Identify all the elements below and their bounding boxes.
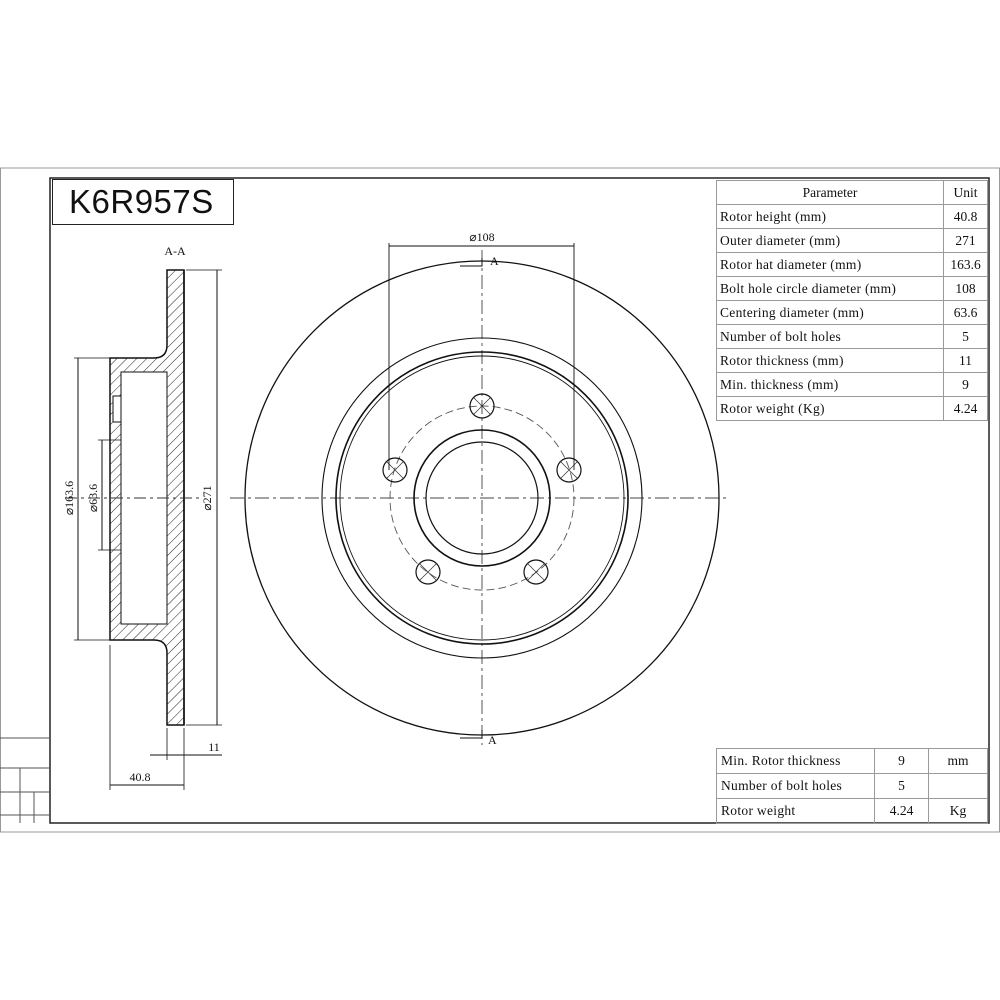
section-mark-top: A bbox=[490, 254, 499, 268]
parameter-table-header: Parameter Unit bbox=[716, 180, 988, 205]
parameter-name: Outer diameter (mm) bbox=[716, 228, 944, 253]
summary-value: 4.24 bbox=[874, 798, 929, 824]
parameter-value: 163.6 bbox=[943, 252, 988, 277]
rotor-height-dim: 40.8 bbox=[130, 770, 151, 784]
front-view bbox=[230, 243, 730, 745]
parameter-value: 5 bbox=[943, 324, 988, 349]
parameter-value: 40.8 bbox=[943, 204, 988, 229]
thickness-dim: 11 bbox=[208, 740, 220, 754]
center-bore-dim: ⌀63.6 bbox=[86, 484, 100, 512]
parameter-row: Rotor weight (Kg)4.24 bbox=[716, 396, 988, 421]
parameter-row: Rotor hat diameter (mm)163.6 bbox=[716, 252, 988, 277]
summary-name: Min. Rotor thickness bbox=[716, 748, 875, 774]
parameter-name: Centering diameter (mm) bbox=[716, 300, 944, 325]
parameter-value: 9 bbox=[943, 372, 988, 397]
parameter-value: 63.6 bbox=[943, 300, 988, 325]
summary-value: 5 bbox=[874, 773, 929, 799]
parameter-row: Outer diameter (mm)271 bbox=[716, 228, 988, 253]
section-mark-bottom: A bbox=[488, 733, 497, 747]
parameter-name: Rotor weight (Kg) bbox=[716, 396, 944, 421]
header-unit: Unit bbox=[943, 180, 988, 205]
parameter-name: Number of bolt holes bbox=[716, 324, 944, 349]
parameter-name: Rotor height (mm) bbox=[716, 204, 944, 229]
friction-ring-inner bbox=[321, 337, 643, 659]
parameter-row: Rotor height (mm)40.8 bbox=[716, 204, 988, 229]
parameter-name: Rotor thickness (mm) bbox=[716, 348, 944, 373]
parameter-value: 4.24 bbox=[943, 396, 988, 421]
parameter-value: 271 bbox=[943, 228, 988, 253]
parameter-row: Min. thickness (mm)9 bbox=[716, 372, 988, 397]
summary-unit: mm bbox=[928, 748, 988, 774]
summary-value: 9 bbox=[874, 748, 929, 774]
parameter-name: Bolt hole circle diameter (mm) bbox=[716, 276, 944, 301]
hat-outer bbox=[335, 351, 629, 645]
parameter-name: Min. thickness (mm) bbox=[716, 372, 944, 397]
header-parameter: Parameter bbox=[716, 180, 944, 205]
parameter-value: 11 bbox=[943, 348, 988, 373]
parameter-row: Centering diameter (mm)63.6 bbox=[716, 300, 988, 325]
cross-section-view: A-A ⌀271 ⌀163.6 ⌀63.6 40.8 11 bbox=[62, 244, 222, 790]
parameter-row: Bolt hole circle diameter (mm)108 bbox=[716, 276, 988, 301]
part-number-box: K6R957S bbox=[52, 179, 234, 225]
outer-diameter-dim: ⌀271 bbox=[200, 485, 214, 510]
parameter-row: Rotor thickness (mm)11 bbox=[716, 348, 988, 373]
summary-unit bbox=[928, 773, 988, 799]
summary-unit: Kg bbox=[928, 798, 988, 824]
parameter-value: 108 bbox=[943, 276, 988, 301]
title-block-grid bbox=[0, 737, 50, 823]
center-bore bbox=[425, 441, 539, 555]
inner-frame bbox=[49, 177, 990, 824]
bolt-hole-section bbox=[112, 395, 122, 423]
hat-diameter-dim: ⌀163.6 bbox=[62, 481, 76, 515]
bolt-holes bbox=[382, 393, 582, 585]
summary-name: Number of bolt holes bbox=[716, 773, 875, 799]
section-label: A-A bbox=[164, 244, 186, 258]
parameter-name: Rotor hat diameter (mm) bbox=[716, 252, 944, 277]
hub-outer bbox=[413, 429, 551, 567]
summary-name: Rotor weight bbox=[716, 798, 875, 824]
bolt-circle-dim: ⌀108 bbox=[469, 230, 494, 244]
